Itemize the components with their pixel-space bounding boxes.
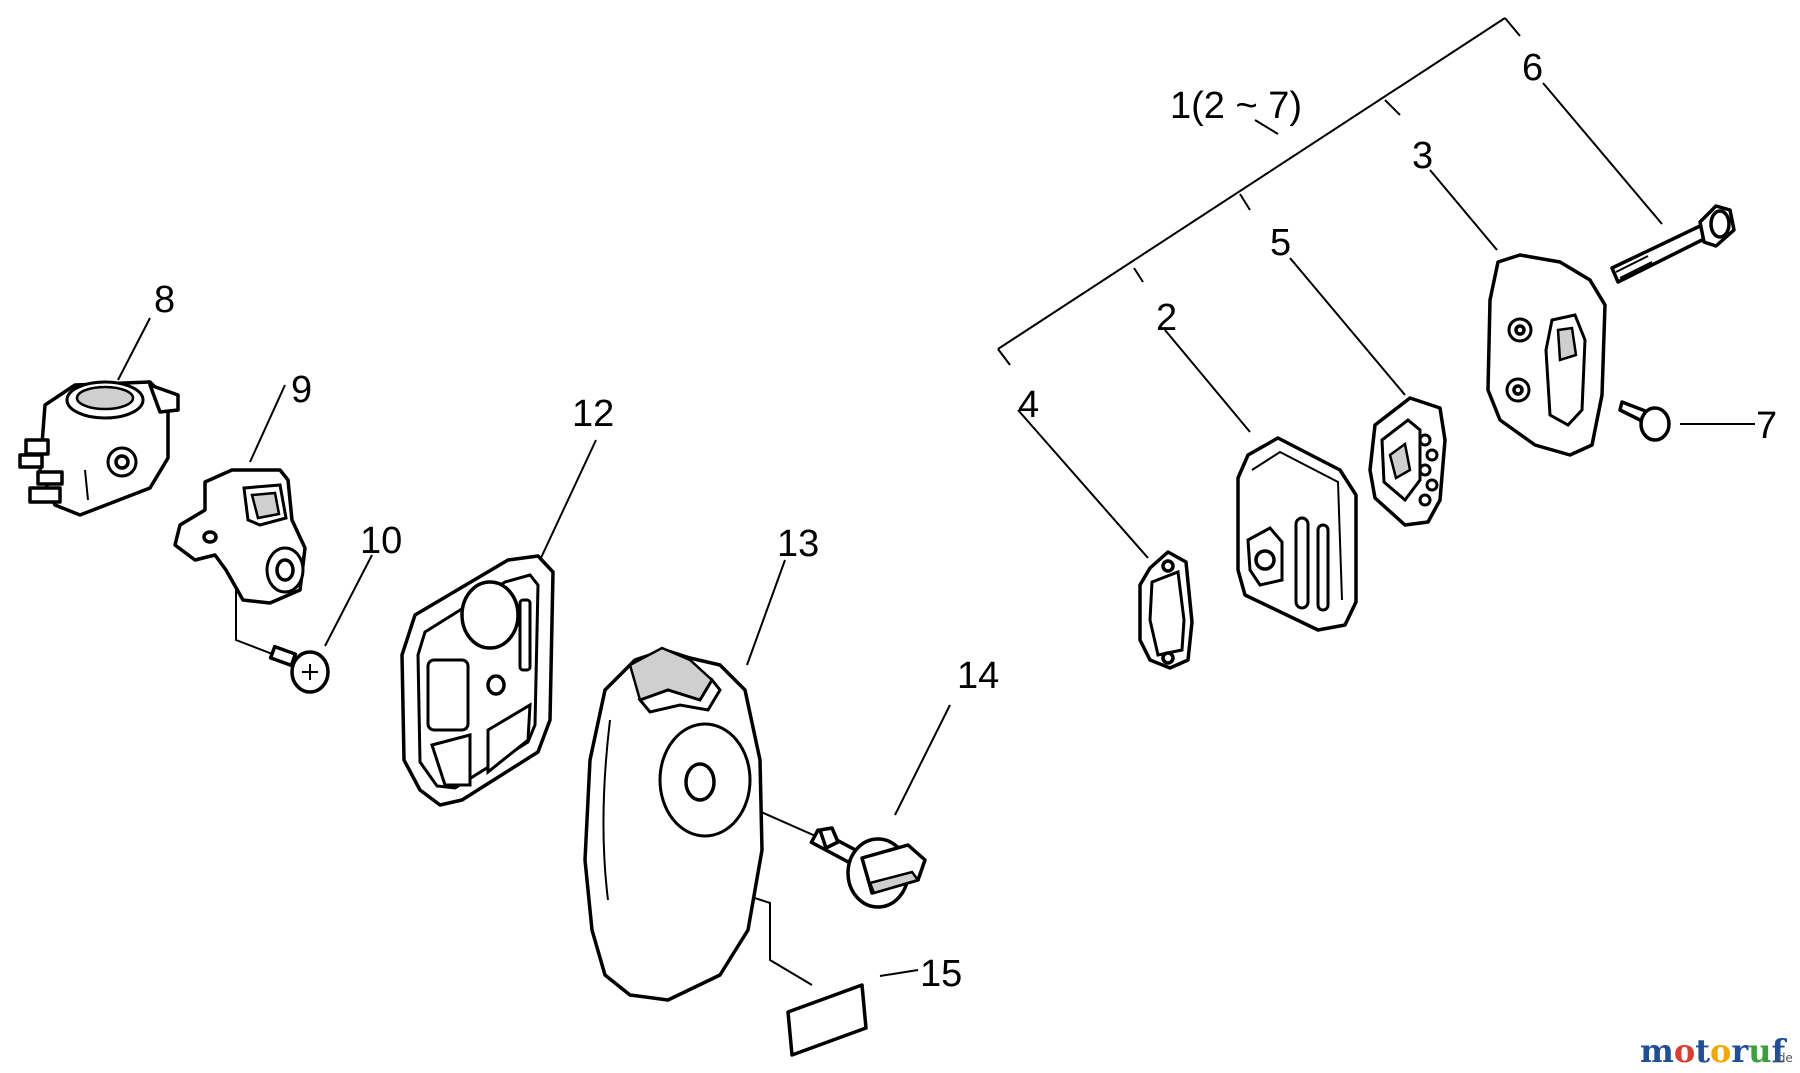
label-part-3: 3: [1412, 135, 1433, 177]
label-part-9: 9: [291, 369, 312, 411]
label-part-4: 4: [1018, 384, 1039, 426]
label-part-14: 14: [957, 655, 999, 697]
label-part-7: 7: [1756, 405, 1777, 447]
wm-r: r: [1731, 1032, 1749, 1070]
label-part-8: 8: [154, 279, 175, 321]
label-part-13: 13: [777, 523, 819, 565]
wm-f: f: [1771, 1032, 1787, 1070]
insulator-part: [173, 468, 307, 605]
wm-suffix: .de: [1774, 1051, 1793, 1065]
label-part-12: 12: [572, 393, 614, 435]
carburetor-part: [18, 380, 180, 517]
muffler-cover-part: [1486, 253, 1607, 457]
bolt-part: [1610, 204, 1736, 284]
svg-text:motoruf: motoruf: [1640, 1032, 1787, 1070]
wm-t: t: [1695, 1032, 1710, 1070]
label-sticker-part: [786, 983, 868, 1057]
screw-part-7: [1618, 400, 1671, 442]
cleaner-cover-part: [583, 646, 764, 1002]
screw-part-10: [268, 644, 330, 694]
watermark-logo: motoruf .de: [1640, 1032, 1793, 1070]
muffler-body-part: [1236, 436, 1358, 632]
label-part-6: 6: [1522, 47, 1543, 89]
wm-o2: o: [1710, 1032, 1731, 1070]
label-group-1: 1(2 ~ 7): [1170, 85, 1302, 127]
label-part-10: 10: [360, 520, 402, 562]
spark-arrester-part: [1368, 396, 1447, 527]
label-part-5: 5: [1270, 222, 1291, 264]
label-part-15: 15: [920, 953, 962, 995]
gasket-part: [1138, 550, 1194, 670]
wm-o1: o: [1674, 1032, 1695, 1070]
label-part-2: 2: [1156, 297, 1177, 339]
air-filter-part: [400, 554, 555, 807]
knob-part: [809, 826, 927, 909]
muffler-assembly-bracket: [997, 17, 1521, 366]
wm-m: m: [1640, 1032, 1674, 1070]
wm-u: u: [1748, 1032, 1771, 1070]
